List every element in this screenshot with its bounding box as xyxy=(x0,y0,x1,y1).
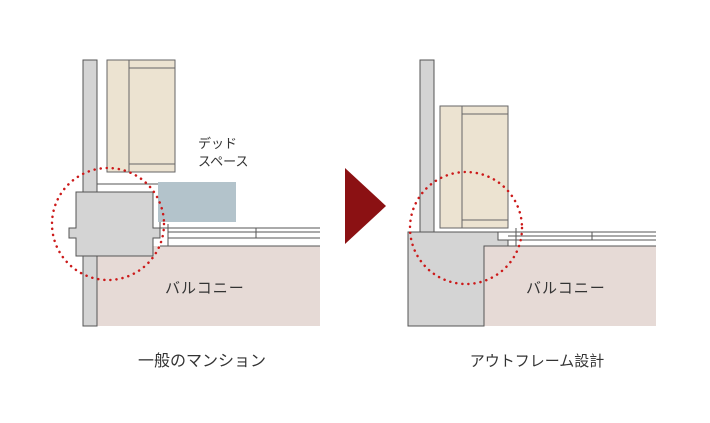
right-wall xyxy=(419,59,435,233)
transition-arrow-icon xyxy=(345,168,386,244)
right-sill xyxy=(434,228,656,247)
left-panel: デッド スペース バルコニー 一般のマンション xyxy=(50,59,320,370)
dead-space-label-line2: スペース xyxy=(198,155,248,170)
left-highlight-circle xyxy=(50,166,166,282)
right-balcony-floor xyxy=(484,246,656,326)
left-caption: 一般のマンション xyxy=(138,351,266,370)
right-balcony-label: バルコニー xyxy=(526,279,606,297)
dead-space-area xyxy=(158,182,236,222)
left-column xyxy=(68,191,161,257)
left-balcony-floor xyxy=(95,246,320,326)
right-panel: バルコニー アウトフレーム設計 xyxy=(407,59,656,370)
right-caption: アウトフレーム設計 xyxy=(470,352,605,370)
right-highlight-circle xyxy=(408,170,524,286)
left-balcony-label: バルコニー xyxy=(165,279,245,297)
right-furniture xyxy=(439,105,509,229)
dead-space-label-line1: デッド xyxy=(198,136,237,152)
left-sill xyxy=(160,224,320,247)
left-furniture xyxy=(106,59,176,173)
